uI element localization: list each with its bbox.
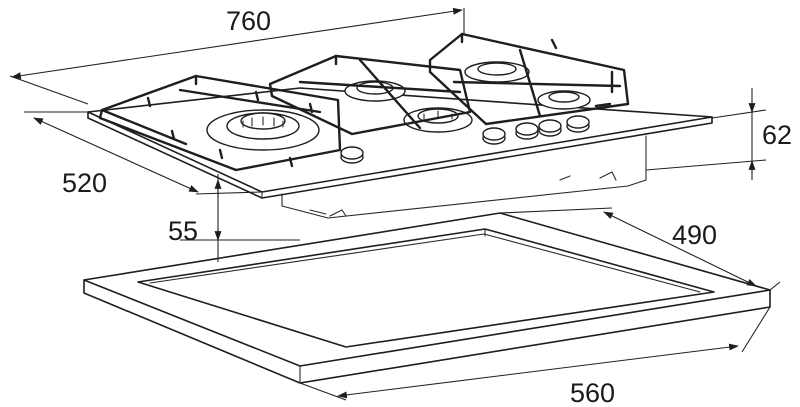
dimension-760	[9, 7, 465, 105]
label-62: 62	[762, 120, 792, 150]
dimension-520	[24, 111, 263, 195]
knob-5	[566, 115, 590, 133]
dimension-62	[645, 88, 767, 180]
burner-right	[537, 90, 591, 110]
dimension-490	[499, 207, 781, 291]
label-55: 55	[168, 216, 198, 246]
dimension-55	[180, 174, 300, 262]
control-knobs	[340, 115, 590, 164]
knob-3	[515, 122, 539, 140]
burner-front-left	[206, 109, 320, 151]
label-490: 490	[672, 220, 717, 250]
cooktop	[87, 87, 713, 219]
burner-rear-middle	[344, 80, 406, 102]
label-560: 560	[570, 378, 615, 407]
dimension-560	[299, 306, 771, 401]
knob-4	[538, 119, 562, 137]
knob-1	[340, 146, 364, 164]
label-520: 520	[62, 168, 107, 198]
label-760: 760	[226, 6, 271, 36]
knob-2	[482, 127, 506, 145]
burner-rear-right	[464, 61, 530, 83]
